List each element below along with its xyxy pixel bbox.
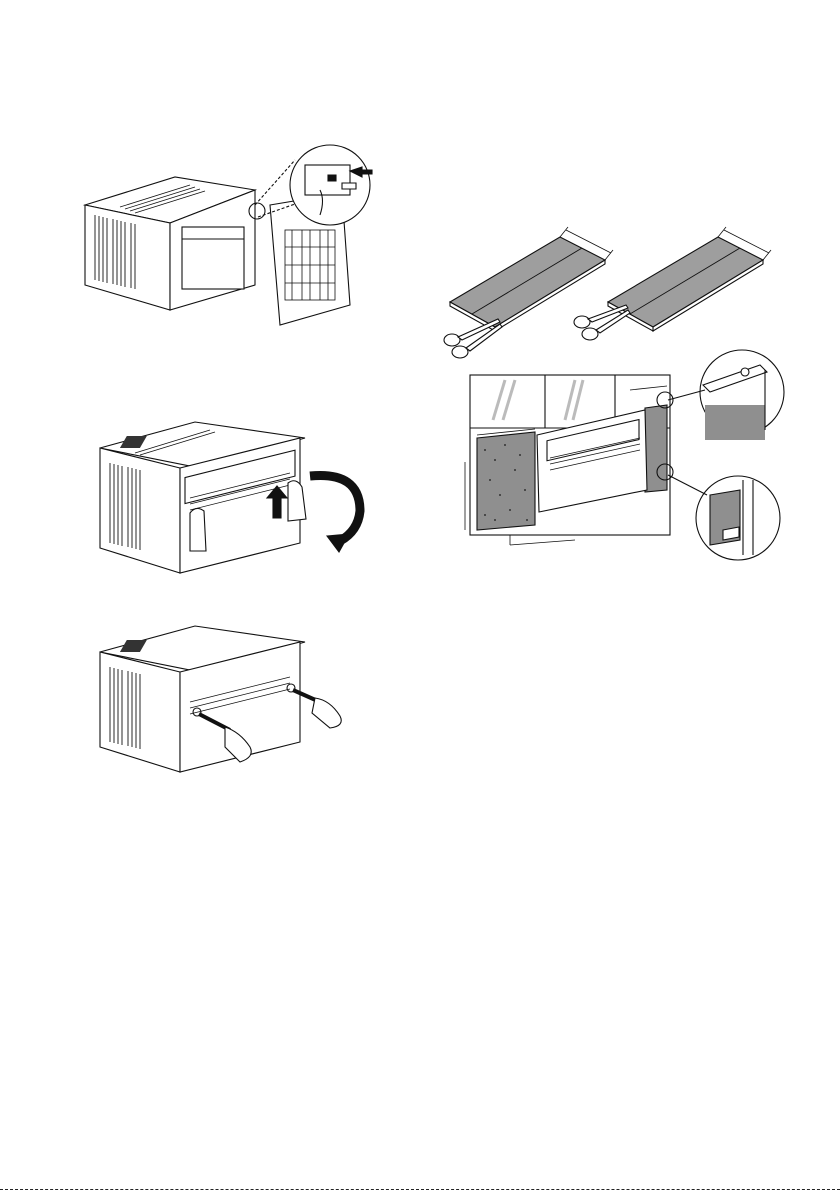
ac-unit-screwdriver-icon [95, 612, 355, 782]
foam-panel-scissors-icon [440, 222, 790, 362]
fig-screw-front-panel [95, 612, 355, 782]
fig-cut-foam-panels [440, 222, 790, 362]
window-foam-install-icon [455, 350, 790, 565]
ac-unit-lift-panel-icon [95, 408, 375, 588]
fig-remove-front-panel [80, 135, 380, 335]
ac-unit-front-panel-open-icon [80, 135, 380, 335]
page-bottom-rule [0, 1189, 840, 1190]
fig-lift-front-panel [95, 408, 375, 588]
fig-install-foam-window [455, 350, 790, 565]
